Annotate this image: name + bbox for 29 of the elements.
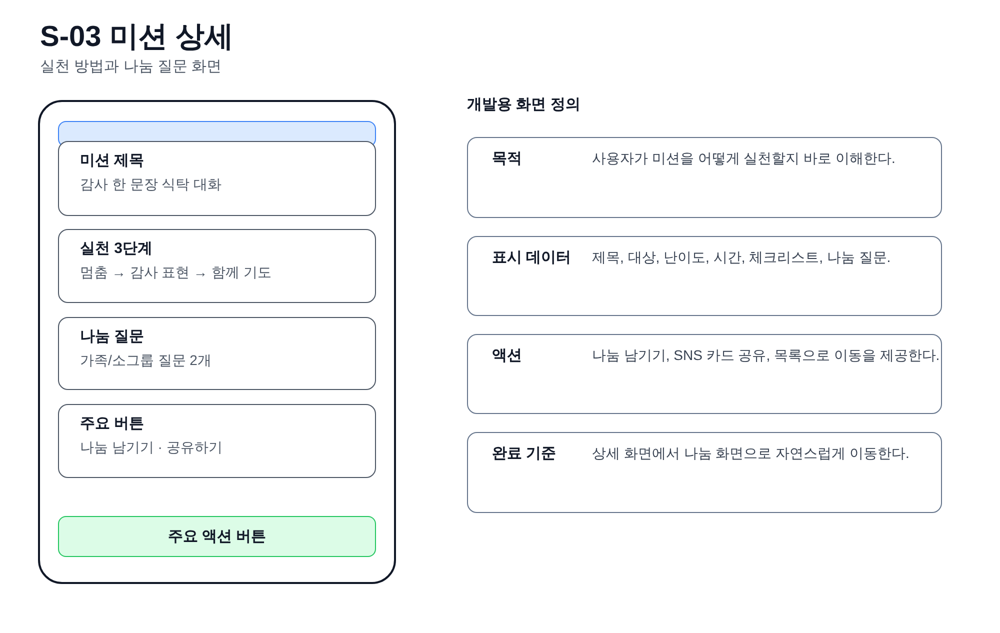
card-title: 미션 제목: [80, 152, 144, 170]
definition-text: 사용자가 미션을 어떻게 실천할지 바로 이해한다.: [592, 150, 896, 167]
card-title: 주요 버튼: [80, 415, 144, 433]
page-title: S-03 미션 상세: [40, 20, 234, 55]
definition-text: 상세 화면에서 나눔 화면으로 자연스럽게 이동한다.: [592, 445, 910, 462]
card-description: 나눔 남기기 · 공유하기: [80, 439, 222, 456]
page-subtitle: 실천 방법과 나눔 질문 화면: [40, 58, 222, 76]
definition-term: 완료 기준: [492, 445, 556, 463]
definition-text: 제목, 대상, 난이도, 시간, 체크리스트, 나눔 질문.: [592, 249, 891, 266]
card-description: 가족/소그룹 질문 2개: [80, 352, 212, 369]
card-title: 나눔 질문: [80, 328, 144, 346]
section-heading: 개발용 화면 정의: [467, 96, 580, 114]
section-card: [58, 404, 376, 478]
definition-card: [467, 236, 942, 316]
action-button: 주요 액션 버튼: [58, 516, 376, 557]
card-description: 감사 한 문장 식탁 대화: [80, 176, 222, 193]
definition-card: [467, 137, 942, 218]
phone-frame: [38, 100, 396, 584]
card-description: 멈춤 → 감사 표현 → 함께 기도: [80, 264, 272, 281]
section-card: [58, 317, 376, 390]
definition-term: 목적: [492, 150, 522, 168]
section-card: [58, 141, 376, 216]
definition-text: 나눔 남기기, SNS 카드 공유, 목록으로 이동을 제공한다.: [592, 347, 940, 364]
definition-card: [467, 432, 942, 513]
card-title: 실천 3단계: [80, 240, 153, 258]
definition-term: 표시 데이터: [492, 249, 572, 267]
section-card: [58, 229, 376, 303]
definition-term: 액션: [492, 347, 522, 365]
definition-card: [467, 334, 942, 414]
